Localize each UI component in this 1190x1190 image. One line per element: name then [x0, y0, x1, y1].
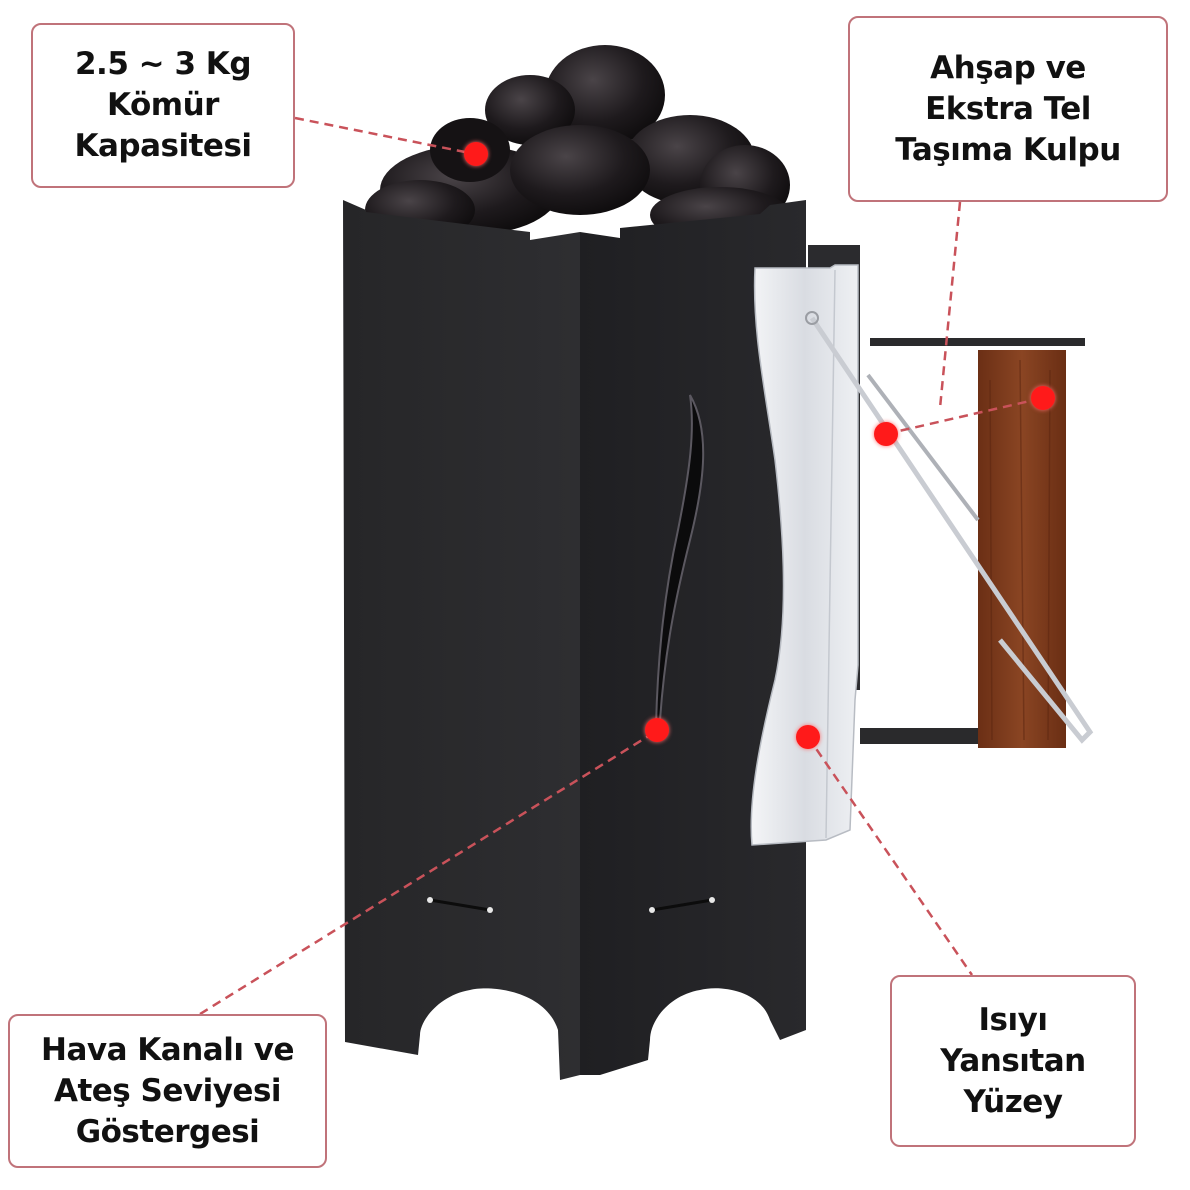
handle [805, 311, 1094, 748]
callout-line: Ateş Seviyesi [53, 1072, 282, 1109]
callout-line: Kömür [107, 87, 219, 123]
callout-line: Göstergesi [75, 1113, 260, 1150]
marker-airflow [645, 718, 669, 742]
callout-line: Yüzey [963, 1083, 1063, 1120]
leader-lines [199, 116, 1044, 1016]
callout-line: Kapasitesi [74, 128, 252, 164]
callout-heat-reflecting-surface: Isıyı Yansıtan Yüzey [890, 975, 1136, 1147]
callout-line: Ekstra Tel [925, 90, 1091, 127]
marker-capacity [464, 142, 488, 166]
callout-line: Ahşap ve [930, 49, 1086, 86]
marker-surface [796, 725, 820, 749]
marker-handle-wire [874, 422, 898, 446]
callout-line: Hava Kanalı ve [41, 1031, 295, 1068]
chimney-body [343, 200, 806, 1080]
callout-line: Isıyı [978, 1001, 1048, 1038]
callout-air-channel: Hava Kanalı ve Ateş Seviyesi Göstergesi [8, 1014, 327, 1168]
callout-line: 2.5 ~ 3 Kg [74, 46, 252, 82]
callout-line: Taşıma Kulpu [895, 131, 1121, 168]
callout-line: Yansıtan [940, 1042, 1086, 1079]
callout-carry-handle: Ahşap ve Ekstra Tel Taşıma Kulpu [848, 16, 1168, 202]
heat-shield [750, 245, 860, 846]
marker-handle-wood [1031, 386, 1055, 410]
callout-coal-capacity: 2.5 ~ 3 Kg Kömür Kapasitesi [31, 23, 295, 188]
